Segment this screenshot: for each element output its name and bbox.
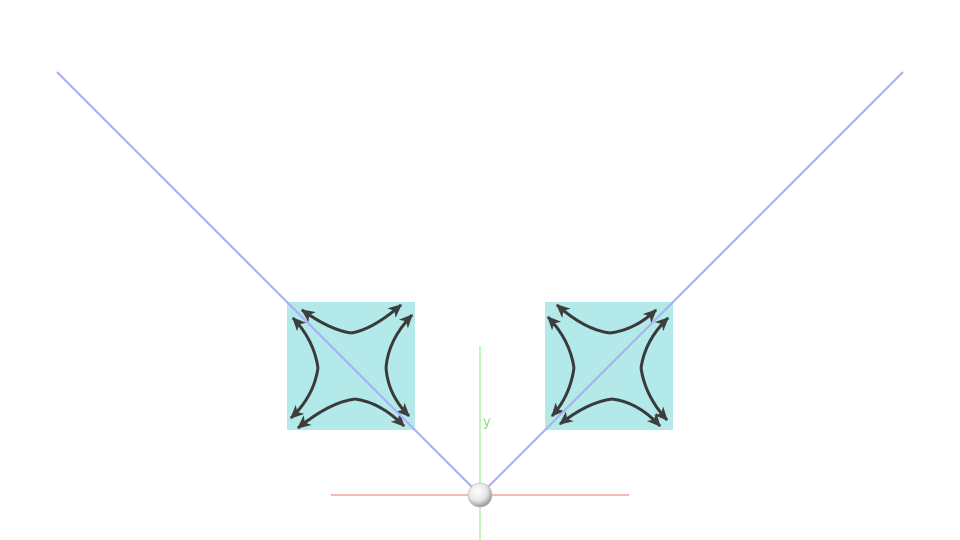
flow-arrow-left-down bbox=[550, 367, 576, 418]
flow-arrow-right-down bbox=[384, 367, 411, 418]
left-ray bbox=[56, 71, 481, 496]
flow-arrow-left-down bbox=[289, 367, 320, 420]
flow-arrow-left-up bbox=[291, 316, 320, 369]
flow-arrow-bottom-right bbox=[354, 397, 406, 428]
flow-arrow-right-down bbox=[639, 367, 669, 422]
origin-sphere[interactable] bbox=[467, 482, 493, 508]
flow-arrow-top-right bbox=[609, 308, 658, 335]
flow-arrow-right-up bbox=[639, 316, 670, 369]
flow-arrow-top-left bbox=[300, 308, 352, 335]
flow-arrow-bottom-right bbox=[611, 397, 662, 428]
flow-arrow-top-right bbox=[350, 303, 402, 335]
y-axis-label: y bbox=[483, 415, 491, 430]
right-ray bbox=[479, 71, 904, 496]
flow-arrow-right-up bbox=[384, 313, 414, 369]
flow-arrow-top-left bbox=[556, 303, 611, 335]
flow-arrow-bottom-left bbox=[559, 397, 613, 426]
flow-arrow-bottom-left bbox=[297, 397, 356, 430]
flow-arrow-left-up bbox=[546, 315, 576, 369]
